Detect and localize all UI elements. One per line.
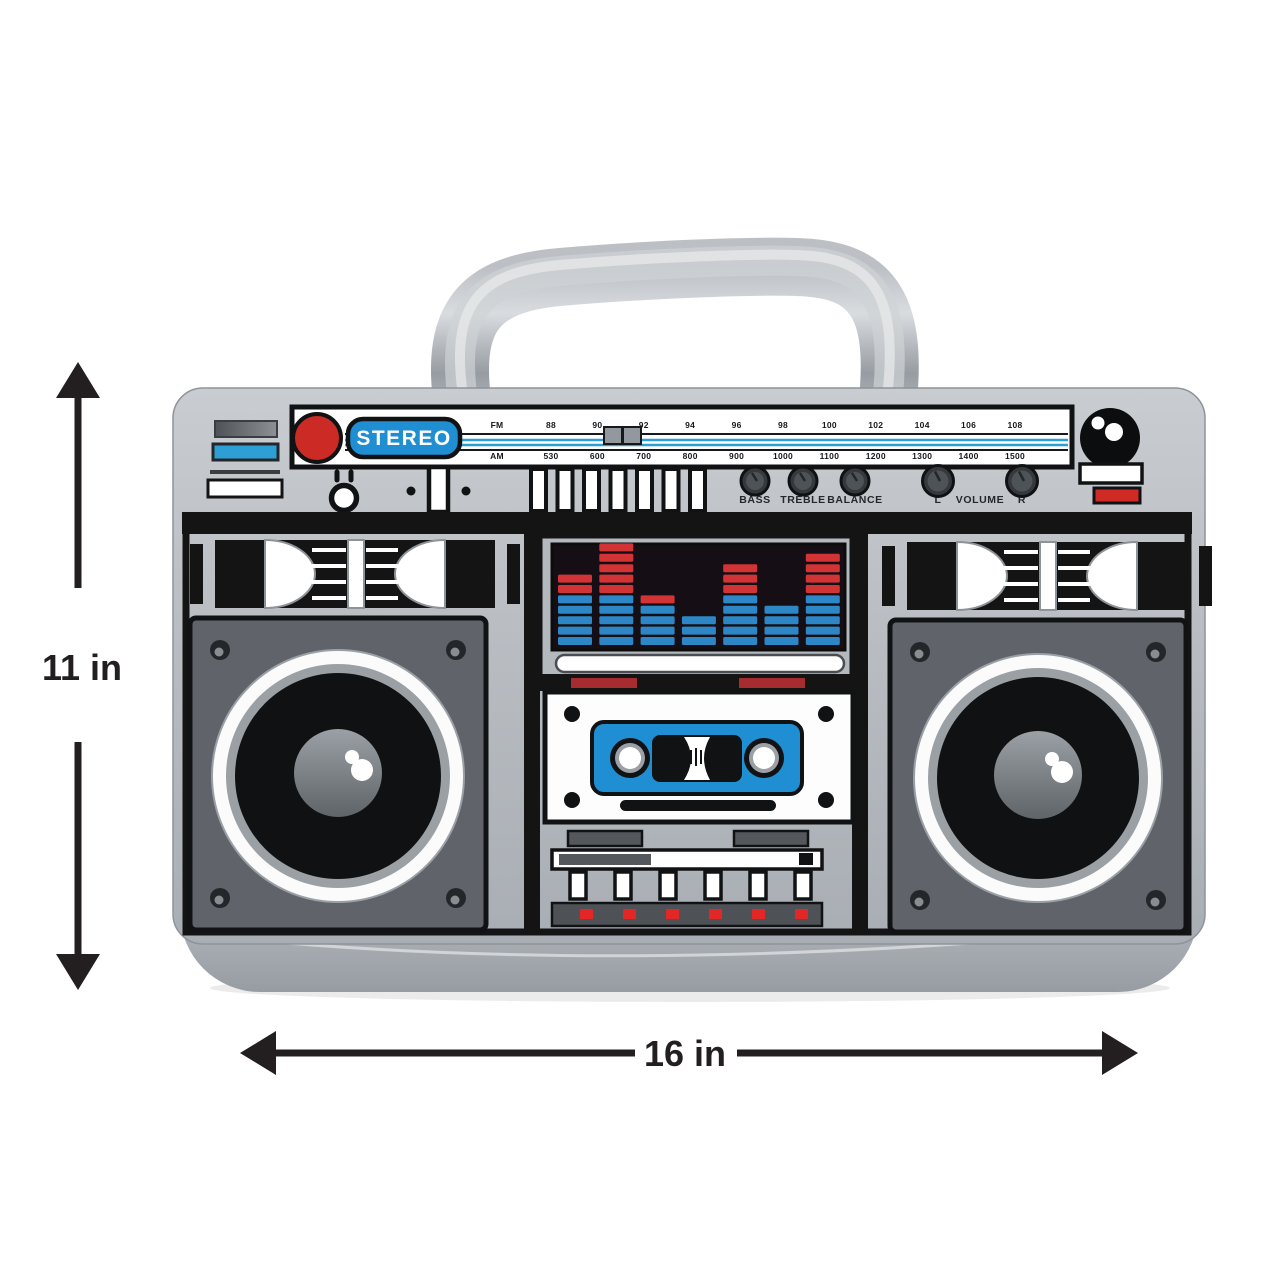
red-led: [666, 909, 679, 919]
preset-keys: [529, 467, 707, 513]
piano-keys: [568, 870, 813, 901]
dial-tick-label: 98: [778, 420, 788, 430]
red-led: [580, 909, 593, 919]
arrow-left-icon: [240, 1031, 276, 1075]
deck-key: [703, 870, 723, 901]
width-dimension: 16 in: [240, 1031, 1138, 1075]
red-switch-bar: [1092, 486, 1142, 505]
tuning-indicator: [603, 426, 623, 445]
indicator-bars: [206, 420, 284, 499]
dial-tick-label: 92: [639, 420, 649, 430]
bass-label: BASS: [739, 494, 771, 506]
preset-key: [529, 467, 548, 513]
am-scale: AM 530 600 700 800 900 1000 1100 1200 1300 1400 150…: [490, 451, 1025, 461]
arrow-up-icon: [56, 362, 100, 398]
preset-key: [661, 467, 681, 513]
stereo-badge: [345, 416, 463, 460]
dial-tick-label: FM: [491, 420, 504, 430]
deck-key: [568, 870, 588, 901]
volume-right-label: R: [1018, 494, 1026, 506]
dial-tick-label: AM: [490, 451, 504, 461]
tuning-knob: [1080, 408, 1140, 468]
left-speaker: [187, 615, 489, 933]
thin-bar: [210, 470, 280, 474]
preset-key: [555, 467, 575, 513]
dial-tick-label: 106: [961, 420, 976, 430]
center-divider-left: [524, 534, 540, 930]
red-led: [623, 909, 636, 919]
dial-tick-label: 100: [822, 420, 837, 430]
arrow-right-icon: [1102, 1031, 1138, 1075]
deck-button: [732, 829, 810, 848]
balance-label: BALANCE: [827, 494, 883, 506]
speaker-dome: [994, 731, 1082, 819]
radio-dial: FM 88 90 92 94 96 98 100 102 104 106 108 AM 530 600 70…: [289, 404, 1075, 470]
white-indicator-bar: [206, 478, 284, 499]
preset-key: [688, 467, 707, 513]
dial-tick-label: 1100: [820, 451, 840, 461]
dial-tick-label: 530: [543, 451, 558, 461]
deck-key: [793, 870, 813, 901]
fm-scale: FM 88 90 92 94 96 98 100 102 104 106 108: [491, 420, 1023, 430]
deck-button: [566, 829, 644, 848]
preset-key: [635, 467, 654, 513]
dial-tick-label: 1400: [959, 451, 979, 461]
red-dial-button: [291, 412, 343, 464]
deck-controls: [550, 829, 824, 928]
right-speaker: [887, 617, 1189, 935]
dial-tick-label: 102: [868, 420, 883, 430]
red-led: [795, 909, 808, 919]
white-switch-bar: [1078, 462, 1144, 485]
deck-key: [613, 870, 633, 901]
preset-key: [582, 467, 601, 513]
eq-slot: [554, 653, 846, 674]
dial-tick-label: 94: [685, 420, 695, 430]
dial-tick-label: 700: [636, 451, 651, 461]
deck-key: [748, 870, 768, 901]
red-led: [709, 909, 722, 919]
width-label: 16 in: [644, 1033, 726, 1074]
cassette-deck: [542, 689, 856, 825]
deck-top-strip: [540, 674, 852, 691]
dial-tick-label: 1500: [1005, 451, 1025, 461]
cassette-tape: [590, 720, 804, 796]
dial-tick-label: 104: [915, 420, 930, 430]
dial-tick-label: 88: [546, 420, 556, 430]
stereo-badge-label: STEREO: [356, 427, 451, 450]
dial-tick-label: 96: [732, 420, 742, 430]
volume-left-label: L: [934, 494, 941, 506]
record-button: [569, 676, 639, 690]
dial-tick-label: 900: [729, 451, 744, 461]
red-led: [752, 909, 765, 919]
jack-icon: [328, 469, 360, 514]
knob-row: BASS TREBLE BALANCE L VOLUME R: [739, 464, 1039, 506]
dial-tick-label: 108: [1007, 420, 1022, 430]
record-button: [737, 676, 807, 690]
led-strip: [550, 901, 824, 928]
tuning-indicator: [622, 426, 642, 445]
cassette-slot: [620, 800, 776, 811]
center-divider-right: [852, 534, 868, 930]
handle: [430, 237, 919, 429]
dial-tick-label: 1300: [912, 451, 932, 461]
arrow-down-icon: [56, 954, 100, 990]
speaker-dome: [294, 729, 382, 817]
volume-label: VOLUME: [956, 494, 1005, 506]
dial-tick-label: 600: [590, 451, 605, 461]
dial-tick-label: 1000: [773, 451, 793, 461]
equalizer-display: [537, 533, 855, 691]
height-dimension: 11 in: [42, 362, 122, 990]
blue-indicator-bar: [211, 442, 280, 462]
gray-indicator-bar: [214, 420, 278, 438]
treble-label: TREBLE: [780, 494, 826, 506]
deck-key: [658, 870, 678, 901]
height-label: 11 in: [42, 647, 122, 688]
dial-tick-label: 1200: [866, 451, 886, 461]
preset-key: [608, 467, 628, 513]
dial-tick-label: 800: [683, 451, 698, 461]
dial-tick-label: 90: [592, 420, 602, 430]
